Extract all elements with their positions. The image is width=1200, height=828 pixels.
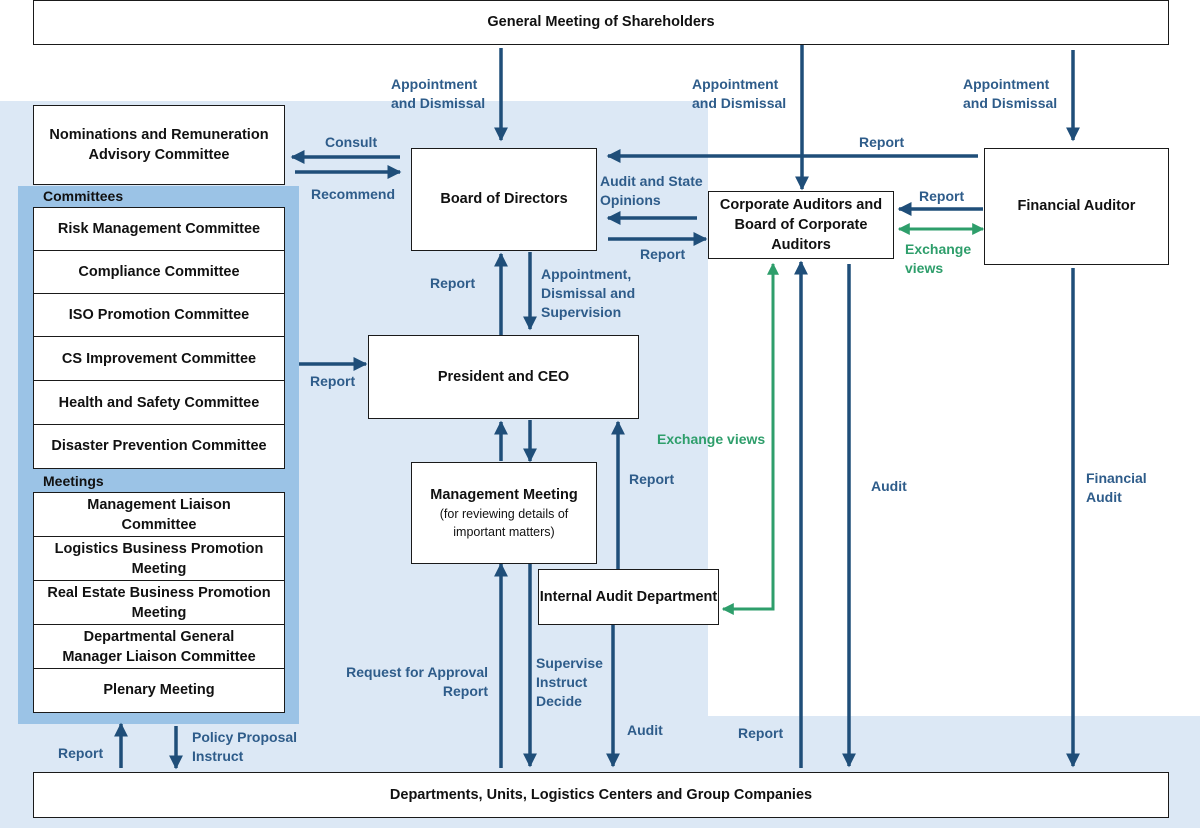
board-box: Board of Directors	[411, 148, 597, 251]
label-recommend: Recommend	[311, 186, 396, 202]
label-appointment-dismissal-supervision: Appointment, Dismissal and Supervision	[541, 266, 636, 320]
meeting-item-label: Real Estate Business Promotion Meeting	[47, 584, 271, 621]
shareholders-label: General Meeting of Shareholders	[487, 14, 715, 31]
label-request-approval-report: Request for Approval Report	[346, 664, 488, 699]
meeting-item: Plenary Meeting	[33, 668, 285, 713]
meeting-item: Logistics Business Promotion Meeting	[33, 536, 285, 582]
label-exchange-views: Exchange views	[657, 431, 766, 447]
label-policy-proposal-instruct: Policy Proposal Instruct	[192, 729, 298, 764]
committee-item: ISO Promotion Committee	[33, 293, 285, 338]
label-supervise-instruct-decide: Supervise Instruct Decide	[536, 655, 603, 709]
meeting-item-label: Management Liaison Committee	[87, 496, 231, 533]
label-financial-audit: Financial Audit	[1086, 470, 1147, 505]
committee-item-label: CS Improvement Committee	[61, 350, 257, 367]
corporate-auditors-label: Corporate Auditors and Board of Corporat…	[719, 196, 883, 254]
label-appointment-dismissal: Appointment and Dismissal	[692, 76, 787, 111]
label-audit: Audit	[871, 478, 907, 494]
board-label: Board of Directors	[440, 191, 568, 208]
committee-item-label: ISO Promotion Committee	[68, 307, 250, 324]
nominations-box: Nominations and Remuneration Advisory Co…	[33, 105, 285, 185]
internal-audit-box: Internal Audit Department	[538, 569, 719, 625]
management-meeting-label: Management Meeting	[430, 486, 578, 503]
committee-item-label: Disaster Prevention Committee	[51, 438, 267, 455]
label-appointment-dismissal: Appointment and Dismissal	[391, 76, 486, 111]
label-consult: Consult	[325, 134, 378, 150]
label-report: Report	[640, 246, 686, 262]
label-report: Report	[738, 725, 784, 741]
departments-label: Departments, Units, Logistics Centers an…	[389, 786, 813, 803]
financial-auditor-box: Financial Auditor	[984, 148, 1169, 265]
meeting-item-label: Logistics Business Promotion Meeting	[54, 540, 264, 577]
label-report: Report	[629, 471, 675, 487]
meeting-item: Management Liaison Committee	[33, 492, 285, 538]
committees-title: Committees	[43, 188, 124, 204]
arrow-exchange-ia-ca	[721, 262, 779, 615]
label-report: Report	[310, 373, 356, 389]
internal-audit-label: Internal Audit Department	[539, 588, 718, 605]
committee-item: Health and Safety Committee	[33, 380, 285, 426]
management-meeting-sublabel: (for reviewing details of important matt…	[439, 507, 569, 540]
committee-item: Disaster Prevention Committee	[33, 424, 285, 469]
committee-item: Risk Management Committee	[33, 207, 285, 252]
nominations-label: Nominations and Remuneration Advisory Co…	[49, 126, 269, 163]
committee-item: Compliance Committee	[33, 250, 285, 295]
meeting-item: Real Estate Business Promotion Meeting	[33, 580, 285, 626]
exchange-arrows	[721, 223, 985, 615]
management-panel	[0, 101, 1200, 828]
meeting-item-label: Departmental General Manager Liaison Com…	[62, 628, 256, 665]
label-audit-state-opinions: Audit and State Opinions	[600, 173, 703, 208]
committee-item: CS Improvement Committee	[33, 336, 285, 382]
financial-auditor-label: Financial Auditor	[1017, 198, 1136, 215]
committee-item-label: Risk Management Committee	[57, 221, 261, 238]
president-label: President and CEO	[437, 368, 570, 385]
committee-item-label: Compliance Committee	[78, 264, 240, 281]
label-appointment-dismissal: Appointment and Dismissal	[963, 76, 1058, 111]
label-audit: Audit	[627, 722, 663, 738]
label-exchange-views: Exchange views	[905, 241, 972, 276]
committee-item-label: Health and Safety Committee	[58, 394, 260, 411]
label-report: Report	[919, 188, 965, 204]
shareholders-box: General Meeting of Shareholders	[33, 0, 1169, 45]
management-meeting-box: Management Meeting (for reviewing detail…	[411, 462, 597, 564]
label-report: Report	[859, 134, 905, 150]
label-report: Report	[430, 275, 476, 291]
meeting-item: Departmental General Manager Liaison Com…	[33, 624, 285, 670]
arrows	[114, 45, 1080, 770]
corporate-auditors-box: Corporate Auditors and Board of Corporat…	[708, 191, 894, 259]
president-box: President and CEO	[368, 335, 639, 419]
meetings-title: Meetings	[43, 473, 104, 489]
meeting-item-label: Plenary Meeting	[103, 682, 215, 699]
label-report: Report	[58, 745, 104, 761]
departments-box: Departments, Units, Logistics Centers an…	[33, 772, 1169, 818]
